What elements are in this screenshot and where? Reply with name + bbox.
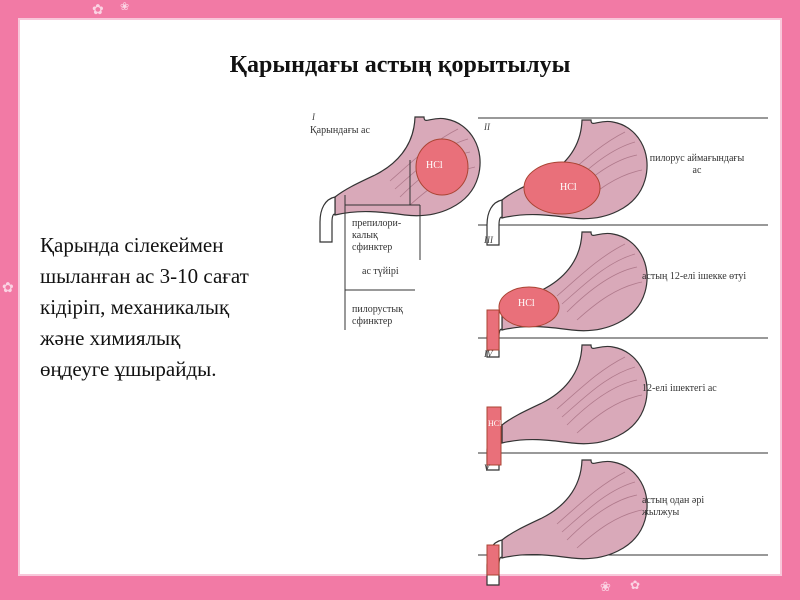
hcl-label: HCl — [560, 182, 577, 194]
stage-numeral: I — [312, 112, 315, 122]
stage-caption: Қарындағы ас — [310, 125, 370, 137]
stage-4-stomach — [487, 345, 647, 470]
stage-caption: астың 12-елі ішекке өтуі — [642, 271, 746, 283]
stage-caption: пилорус аймағындағы ас — [642, 153, 752, 177]
stage-numeral: V — [484, 463, 490, 473]
stage-numeral: IV — [484, 349, 493, 359]
hcl-label: HCl — [426, 160, 443, 172]
prepyloric-sphincter-label: препилори- калық сфинктер — [352, 218, 401, 254]
hcl-label: HCl — [518, 298, 535, 310]
stage-5-stomach — [487, 460, 647, 585]
hcl-label: HCl — [488, 418, 501, 430]
food-bolus-label: ас түйірі — [362, 266, 399, 278]
stage-numeral: III — [484, 235, 493, 245]
food-bolus — [487, 545, 499, 575]
pyloric-sphincter-label: пилорустық сфинктер — [352, 304, 403, 328]
stage-numeral: II — [484, 122, 490, 132]
stage-caption: астың одан әрі жылжуы — [642, 495, 704, 519]
stage-caption: 12-елі ішектегі ас — [642, 383, 717, 395]
food-bolus — [487, 407, 501, 465]
